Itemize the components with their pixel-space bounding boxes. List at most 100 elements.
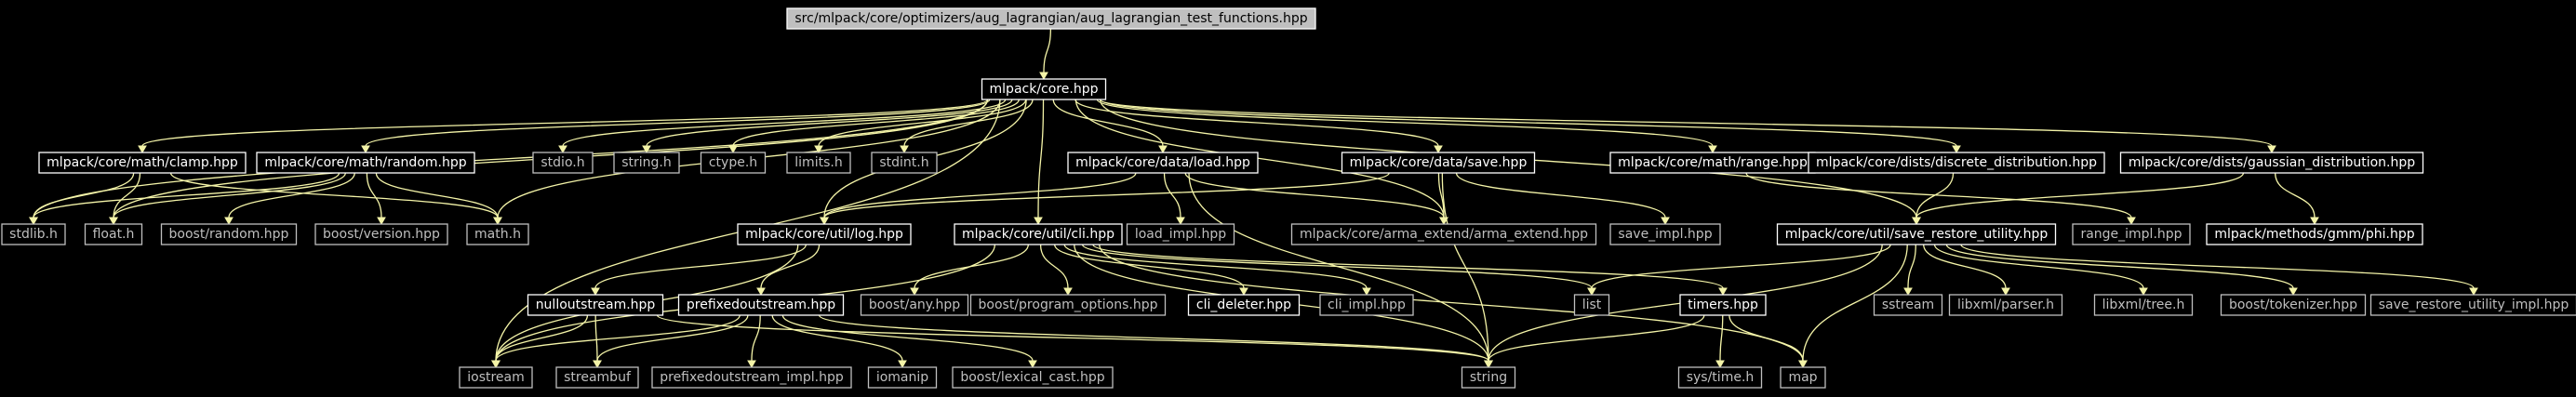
node-libxml-parser-h: libxml/parser.h (1948, 294, 2063, 316)
edge-nullout-to-string (656, 314, 1493, 369)
node-mlpack-core-util-save-restore-utility-hpp[interactable]: mlpack/core/util/save_restore_utility.hp… (1776, 223, 2057, 245)
edge-line (732, 99, 1020, 147)
edge-line (1096, 99, 1714, 147)
edge-arrowhead (910, 287, 919, 297)
edge-arrowhead (747, 360, 756, 369)
node-label: streambuf (564, 370, 632, 385)
edge-line (141, 99, 989, 147)
edge-save-to-arma_extend (1437, 172, 1448, 226)
node-limits-h: limits.h (786, 152, 851, 174)
node-label: sstream (1882, 298, 1934, 312)
node-mlpack-core-math-clamp-hpp[interactable]: mlpack/core/math/clamp.hpp (38, 152, 247, 174)
node-mlpack-core-math-random-hpp[interactable]: mlpack/core/math/random.hpp (256, 152, 475, 174)
node-box (954, 223, 1123, 245)
edge-gaussian-to-phi (2275, 172, 2319, 226)
node-label: stdio.h (541, 155, 584, 170)
edge-line (646, 99, 1013, 147)
node-label: src/mlpack/core/optimizers/aug_lagrangia… (794, 11, 1307, 26)
edge-line (781, 314, 1034, 362)
edge-discrete-to-sru (1912, 172, 1955, 226)
node-label: libxml/tree.h (2102, 298, 2185, 312)
node-label: stdint.h (879, 155, 928, 170)
edge-line (1945, 244, 2294, 289)
node-label: nulloutstream.hpp (536, 298, 656, 312)
node-label: mlpack/core/math/random.hpp (264, 155, 466, 170)
node-box (1679, 294, 1767, 316)
node-mlpack-core-util-log-hpp[interactable]: mlpack/core/util/log.hpp (737, 223, 912, 245)
edge-line (1933, 244, 2144, 289)
node-mlpack-core-hpp[interactable]: mlpack/core.hpp (981, 78, 1107, 100)
edge-cli-to-cli_deleter (1054, 244, 1248, 297)
edge-arrowhead (642, 145, 651, 154)
edge-save-to-save_impl (1455, 172, 1670, 226)
edge-nullout-to-iostream (491, 314, 589, 369)
node-label: mlpack/core/util/save_restore_utility.hp… (1785, 227, 2049, 242)
node-box (969, 294, 1167, 316)
node-mlpack-core-math-range-hpp[interactable]: mlpack/core/math/range.hpp (1609, 152, 1816, 174)
node-mlpack-core-data-save-hpp[interactable]: mlpack/core/data/save.hpp (1341, 152, 1536, 174)
node-box (952, 366, 1114, 389)
node-label: prefixedoutstream_impl.hpp (660, 370, 844, 385)
edge-log-to-prefixed (756, 244, 821, 297)
node-prefixedoutstream-hpp[interactable]: prefixedoutstream.hpp (677, 294, 845, 316)
node-mlpack-core-data-load-hpp[interactable]: mlpack/core/data/load.hpp (1067, 152, 1259, 174)
edge-line (656, 314, 1489, 362)
edge-arrowhead (814, 145, 823, 154)
edge-sru-to-list (1587, 244, 1891, 297)
node-iomanip: iomanip (867, 366, 938, 389)
node-mlpack-core-dists-discrete-distribution-hpp[interactable]: mlpack/core/dists/discrete_distribution.… (1808, 152, 2105, 174)
edge-arrowhead (377, 217, 386, 226)
node-box (1067, 152, 1259, 174)
edge-line (1437, 172, 1445, 218)
edge-cli-to-boost_po (1039, 244, 1073, 297)
edge-arrowhead (29, 217, 38, 226)
edge-arrowhead (2310, 217, 2319, 226)
edge-core-to-discrete (1099, 99, 1961, 154)
edge-line (1184, 172, 1445, 218)
edge-timers-to-string (1484, 314, 1705, 369)
node-cli-deleter-hpp[interactable]: cli_deleter.hpp (1187, 294, 1301, 316)
node-mlpack-core-dists-gaussian-distribution-hpp[interactable]: mlpack/core/dists/gaussian_distribution.… (2119, 152, 2424, 174)
node-label: mlpack/core/data/load.hpp (1075, 155, 1250, 170)
edge-timers-to-map (1728, 314, 1808, 369)
node-map: map (1780, 366, 1826, 389)
node-box (459, 366, 533, 389)
node-label: string (1470, 370, 1507, 385)
edge-line (1745, 172, 2132, 218)
edge-random-to-stdlib (29, 172, 340, 226)
node-stdlib-h: stdlib.h (1, 223, 66, 245)
node-box (981, 78, 1107, 100)
node-timers-hpp[interactable]: timers.hpp (1679, 294, 1767, 316)
node-box (2220, 294, 2367, 316)
edge-arrowhead (2469, 287, 2478, 297)
node-box (314, 223, 448, 245)
node-src-mlpack-core-optimizers-aug-lagrangian-aug-lagrangian-test-functions-hpp[interactable]: src/mlpack/core/optimizers/aug_lagrangia… (786, 7, 1316, 30)
edge-random-to-boost_random (224, 172, 355, 226)
edge-load-to-log (820, 172, 1137, 226)
edge-line (1163, 172, 1181, 218)
node-box (786, 152, 851, 174)
edge-load-to-arma_extend (1184, 172, 1448, 226)
node-libxml-tree-h: libxml/tree.h (2093, 294, 2194, 316)
edge-arrowhead (361, 145, 370, 154)
edge-arrowhead (491, 360, 501, 369)
edge-sru-to-sstream (1903, 244, 1916, 297)
node-label: stdlib.h (9, 227, 58, 242)
edge-line (113, 172, 141, 218)
edge-arrowhead (1484, 360, 1493, 369)
edge-load-to-string (1188, 172, 1493, 369)
edge-prefixed-to-lexical_cast (781, 314, 1037, 369)
node-boost-any-hpp: boost/any.hpp (860, 294, 969, 316)
edge-line (818, 314, 1489, 362)
edge-line (1043, 28, 1052, 73)
edge-root-to-core (1039, 28, 1052, 81)
edge-arrowhead (1798, 360, 1808, 369)
edge-sru-to-libxml_tree (1933, 244, 2148, 297)
node-mlpack-core-util-cli-hpp[interactable]: mlpack/core/util/cli.hpp (954, 223, 1123, 245)
node-label: timers.hpp (1688, 298, 1758, 312)
edge-line (1923, 244, 2007, 289)
edge-core-to-string_h (642, 99, 1013, 154)
node-nulloutstream-hpp[interactable]: nulloutstream.hpp (527, 294, 664, 316)
node-label: list (1582, 298, 1602, 312)
node-mlpack-methods-gmm-phi-hpp[interactable]: mlpack/methods/gmm/phi.hpp (2206, 223, 2423, 245)
